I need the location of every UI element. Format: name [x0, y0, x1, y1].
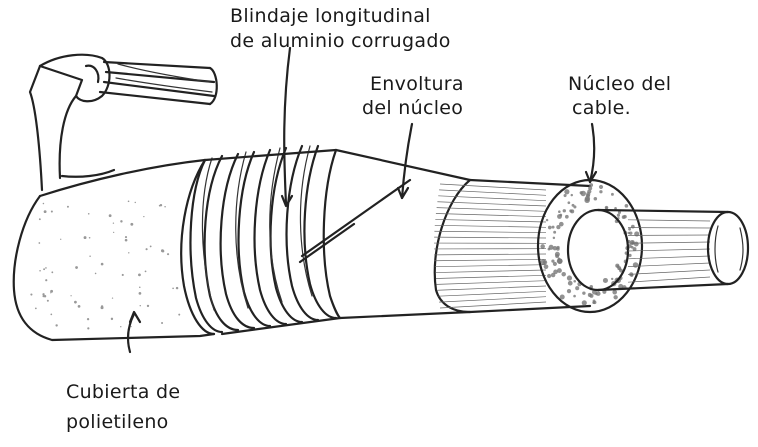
core-label-line2: cable.: [572, 97, 631, 119]
arrow-head-jacket: [128, 310, 142, 324]
shield-label-line2: de aluminio corrugado: [230, 30, 451, 52]
strand-bundle: [434, 178, 592, 314]
leader-wrap: [400, 122, 414, 200]
core-label-line1: Núcleo del: [568, 73, 671, 95]
corrugated-aluminum-shield: [189, 144, 342, 336]
cable-core: [536, 178, 750, 314]
wrap-label-line2: del núcleo: [362, 97, 463, 119]
arrow-head-core: [584, 170, 598, 184]
leader-lines: [126, 46, 598, 354]
arrow-head-shield: [280, 194, 294, 208]
jacket-label-line2: polietileno: [66, 411, 169, 433]
arrow-head-wrap: [396, 186, 410, 200]
polyethylene-jacket: [12, 158, 216, 342]
jacket-stippling: [30, 200, 181, 330]
wrap-label-line1: Envoltura: [370, 73, 464, 95]
jacket-label-line1: Cubierta de: [66, 381, 180, 403]
shield-label-line1: Blindaje longitudinal: [230, 5, 431, 27]
core-wrapping: [298, 148, 472, 320]
leader-core: [588, 122, 596, 184]
ground-clamp: [28, 53, 218, 192]
labels: Blindaje longitudinal de aluminio corrug…: [66, 5, 671, 433]
leader-shield: [283, 46, 292, 206]
